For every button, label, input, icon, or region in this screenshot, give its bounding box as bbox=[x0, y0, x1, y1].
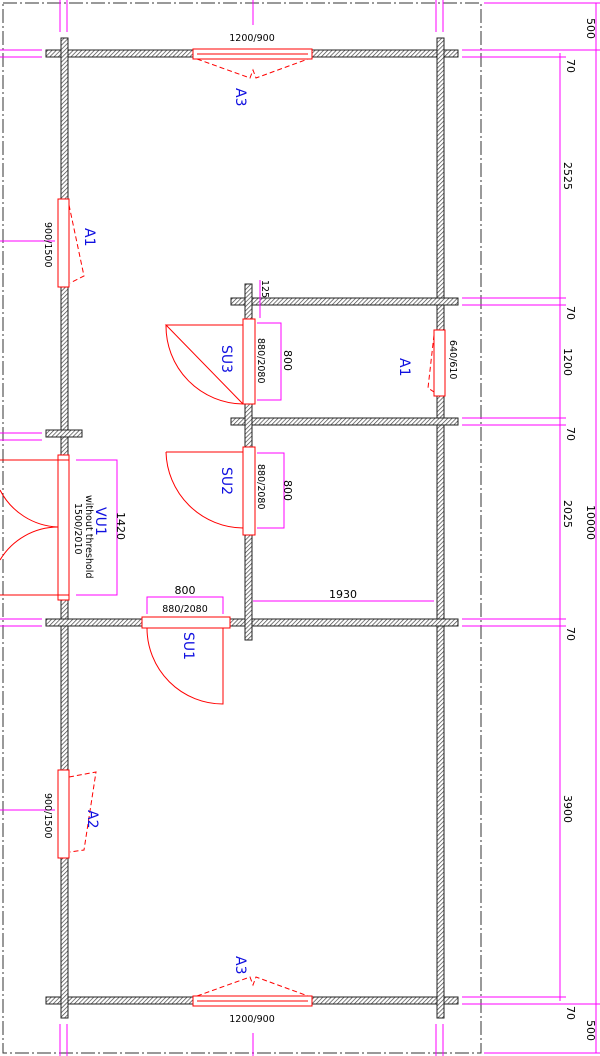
door-su2[interactable] bbox=[165, 446, 256, 536]
window-a2[interactable] bbox=[57, 769, 97, 859]
su3-width: 800 bbox=[281, 350, 294, 371]
su2-size: 880/2080 bbox=[255, 464, 266, 510]
vu1-size: 1500/2010 bbox=[72, 503, 83, 555]
su3-size: 880/2080 bbox=[255, 338, 266, 384]
a2-size: 900/1500 bbox=[42, 793, 53, 839]
su3-label: SU3 bbox=[218, 345, 234, 373]
a1-right-size: 640/610 bbox=[447, 340, 458, 379]
dim-70-5: 70 bbox=[564, 1006, 577, 1020]
dim-2025: 2025 bbox=[561, 500, 574, 528]
dim-500-top: 500 bbox=[584, 18, 597, 39]
a3-bottom-size: 1200/900 bbox=[229, 1014, 275, 1025]
dim-70-1: 70 bbox=[564, 59, 577, 73]
su1-size: 880/2080 bbox=[162, 604, 208, 615]
window-a1-right[interactable] bbox=[427, 329, 446, 397]
window-a1-left[interactable] bbox=[57, 198, 85, 288]
su2-label: SU2 bbox=[218, 467, 234, 495]
dim-2525: 2525 bbox=[561, 162, 574, 190]
room-width-1930: 1930 bbox=[329, 588, 357, 601]
dim-3900: 3900 bbox=[561, 795, 574, 823]
dim-70-3: 70 bbox=[564, 427, 577, 441]
wall-stub bbox=[45, 429, 83, 438]
dim-1200: 1200 bbox=[561, 348, 574, 376]
a1-left-size: 900/1500 bbox=[42, 222, 53, 268]
wall-inner-h2 bbox=[230, 417, 459, 426]
vu1-width: 1420 bbox=[114, 512, 127, 540]
openings bbox=[0, 48, 446, 1007]
dim-70-2: 70 bbox=[564, 306, 577, 320]
su2-width: 800 bbox=[281, 480, 294, 501]
vu1-note: without threshold bbox=[83, 495, 94, 578]
offset-125: 125 bbox=[259, 280, 270, 298]
a3-top-label: A3 bbox=[232, 88, 248, 106]
wall-right bbox=[436, 37, 445, 1019]
dim-total-10000: 10000 bbox=[584, 505, 597, 540]
door-vu1[interactable] bbox=[0, 454, 70, 601]
a3-bottom-label: A3 bbox=[232, 956, 248, 974]
dim-70-4: 70 bbox=[564, 627, 577, 641]
su1-width: 800 bbox=[175, 584, 196, 597]
window-a3-top[interactable] bbox=[192, 48, 313, 79]
window-a3-bottom[interactable] bbox=[192, 976, 313, 1007]
door-su3[interactable] bbox=[164, 318, 256, 405]
wall-inner-h1 bbox=[230, 297, 459, 306]
a3-top-size: 1200/900 bbox=[229, 33, 275, 44]
a1-right-label: A1 bbox=[396, 358, 412, 376]
a2-label: A2 bbox=[84, 810, 100, 828]
plot-boundary bbox=[2, 2, 482, 1054]
door-su1[interactable] bbox=[141, 616, 231, 705]
dim-500-bottom: 500 bbox=[584, 1020, 597, 1041]
a1-left-label: A1 bbox=[81, 228, 97, 246]
vu1-label: VU1 bbox=[92, 507, 108, 536]
su1-label: SU1 bbox=[180, 632, 196, 660]
